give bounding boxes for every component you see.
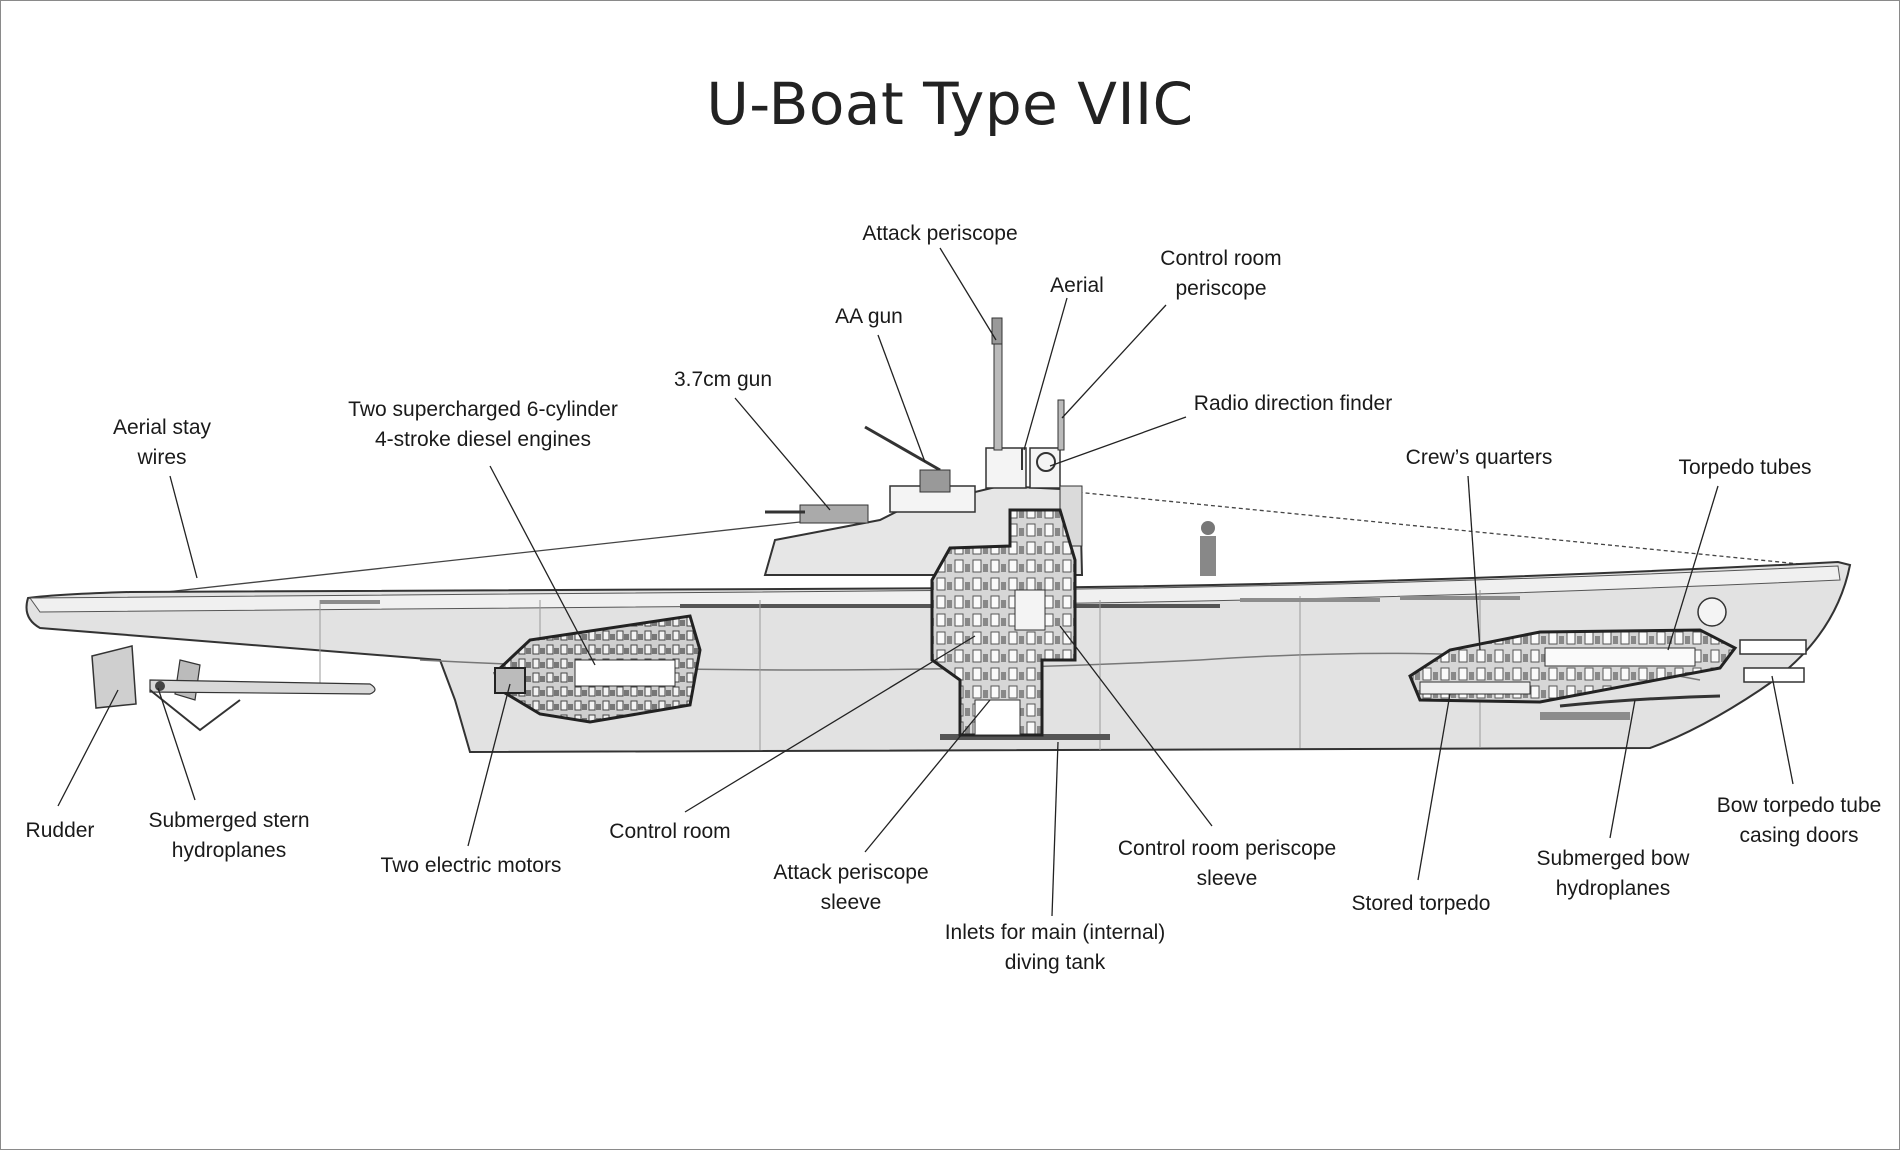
label-line: Crew’s quarters xyxy=(1405,446,1553,469)
label-attack-periscope: Attack periscope xyxy=(862,219,1017,249)
label-line: Aerial stay xyxy=(112,416,212,439)
leader-aa-gun xyxy=(877,334,926,463)
leader-aerial-stay-wires xyxy=(169,475,198,579)
conning-tower xyxy=(763,317,1216,576)
label-aerial: Aerial xyxy=(1050,271,1104,301)
label-line: Two electric motors xyxy=(380,854,562,877)
aerial-stay-wires xyxy=(129,483,1841,597)
leader-attack-periscope-sleeve xyxy=(864,699,991,853)
leader-crews-quarters xyxy=(1467,475,1481,651)
label-control-room-periscope-sleeve: Control room periscope sleeve xyxy=(1118,834,1336,894)
label-radio-direction-finder: Radio direction finder xyxy=(1194,389,1392,419)
label-crews-quarters: Crew’s quarters xyxy=(1406,443,1553,473)
label-line: 4-stroke diesel engines xyxy=(375,428,591,451)
label-stern-hydroplanes: Submerged stern hydroplanes xyxy=(148,806,309,866)
label-electric-motors: Two electric motors xyxy=(381,851,562,881)
engine-room-cutaway xyxy=(493,614,702,724)
label-diesel-engines: Two supercharged 6-cylinder 4-stroke die… xyxy=(348,395,618,455)
leader-diesel-engines xyxy=(489,465,596,666)
leader-inlets-diving-tank xyxy=(1051,741,1059,917)
label-line: sleeve xyxy=(820,891,882,914)
leader-control-room xyxy=(684,635,976,813)
label-line: hydroplanes xyxy=(171,839,287,862)
label-control-room-periscope: Control room periscope xyxy=(1160,244,1281,304)
label-line: Attack periscope xyxy=(862,222,1018,245)
label-line: AA gun xyxy=(835,305,903,328)
label-line: Bow torpedo tube xyxy=(1716,794,1882,817)
forward-cutaway xyxy=(1408,597,1807,708)
label-aerial-stay-wires: Aerial stay wires xyxy=(113,413,211,473)
leader-radio-direction-finder xyxy=(1049,416,1187,467)
label-torpedo-tubes: Torpedo tubes xyxy=(1678,453,1811,483)
label-line: Inlets for main (internal) xyxy=(944,921,1166,944)
label-line: Submerged bow xyxy=(1536,847,1690,870)
diagram-title: U-Boat Type VIIC xyxy=(706,70,1194,138)
label-line: Aerial xyxy=(1050,274,1104,297)
leader-37cm-gun xyxy=(734,397,831,511)
control-room-cutaway xyxy=(930,508,1077,737)
label-37cm-gun: 3.7cm gun xyxy=(674,365,772,395)
label-line: Attack periscope xyxy=(773,861,929,884)
label-line: Submerged stern xyxy=(148,809,310,832)
label-rudder: Rudder xyxy=(26,816,95,846)
leader-bow-hydroplanes xyxy=(1609,699,1636,839)
leader-rudder xyxy=(57,689,119,807)
label-line: Control room periscope xyxy=(1117,837,1337,860)
label-line: wires xyxy=(137,446,187,469)
leader-electric-motors xyxy=(467,683,511,847)
label-line: casing doors xyxy=(1739,824,1859,847)
label-line: Torpedo tubes xyxy=(1678,456,1812,479)
label-line: sleeve xyxy=(1196,867,1258,890)
label-attack-periscope-sleeve: Attack periscope sleeve xyxy=(773,858,928,918)
label-line: Stored torpedo xyxy=(1351,892,1491,915)
label-line: Control room xyxy=(1160,247,1282,270)
label-line: diving tank xyxy=(1004,951,1106,974)
leader-lines xyxy=(57,247,1794,917)
leader-bow-torpedo-doors xyxy=(1771,675,1794,785)
label-line: Rudder xyxy=(25,819,95,842)
leader-torpedo-tubes xyxy=(1667,485,1719,651)
label-line: 3.7cm gun xyxy=(673,368,773,391)
leader-aerial xyxy=(1023,297,1068,451)
leader-attack-periscope xyxy=(939,247,997,341)
label-aa-gun: AA gun xyxy=(835,302,903,332)
leader-stern-hydroplanes xyxy=(157,687,196,801)
label-inlets-diving-tank: Inlets for main (internal) diving tank xyxy=(945,918,1166,978)
stern-gear xyxy=(91,645,376,732)
label-bow-hydroplanes: Submerged bow hydroplanes xyxy=(1537,844,1690,904)
label-control-room: Control room xyxy=(609,817,730,847)
label-line: hydroplanes xyxy=(1555,877,1671,900)
label-line: Radio direction finder xyxy=(1193,392,1393,415)
label-line: periscope xyxy=(1175,277,1267,300)
leader-stored-torpedo xyxy=(1417,693,1451,881)
leader-control-room-periscope xyxy=(1061,304,1167,419)
label-line: Control room xyxy=(609,820,731,843)
label-stored-torpedo: Stored torpedo xyxy=(1352,889,1491,919)
leader-control-room-periscope-sleeve xyxy=(1059,625,1213,827)
label-line: Two supercharged 6-cylinder xyxy=(348,398,618,421)
label-bow-torpedo-doors: Bow torpedo tube casing doors xyxy=(1717,791,1882,851)
